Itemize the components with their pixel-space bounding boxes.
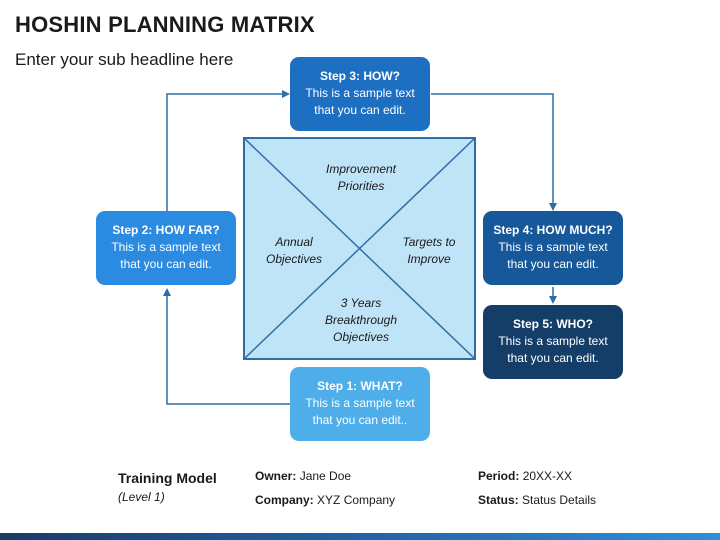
period-field: Period: 20XX-XX bbox=[478, 469, 572, 483]
step-4-body: This is a sample text that you can edit. bbox=[498, 240, 608, 271]
matrix-diagonals bbox=[245, 139, 474, 358]
status-value: Status Details bbox=[522, 493, 597, 507]
training-model-title: Training Model bbox=[118, 470, 217, 486]
owner-value: Jane Doe bbox=[299, 469, 352, 483]
step-2-heading: Step 2: HOW FAR? bbox=[112, 223, 220, 237]
period-value: 20XX-XX bbox=[522, 469, 573, 483]
arrow-step2-to-step3 bbox=[166, 90, 290, 211]
step-4-heading: Step 4: HOW MUCH? bbox=[493, 223, 613, 237]
step-5-heading: Step 5: WHO? bbox=[513, 317, 593, 331]
step-1-body: This is a sample text that you can edit.… bbox=[305, 396, 415, 427]
hoshin-matrix: Improvement Priorities Annual Objectives… bbox=[243, 137, 476, 360]
step-2-body: This is a sample text that you can edit. bbox=[111, 240, 221, 271]
company-value: XYZ Company bbox=[317, 493, 396, 507]
arrow-step1-to-step2 bbox=[163, 288, 290, 405]
training-model-level: (Level 1) bbox=[118, 490, 165, 504]
arrow-step3-to-step4 bbox=[431, 93, 557, 211]
company-label: Company: bbox=[255, 493, 314, 507]
page-title: HOSHIN PLANNING MATRIX bbox=[15, 12, 315, 37]
matrix-label-right: Targets to Improve bbox=[402, 235, 456, 266]
matrix-label-left: Annual Objectives bbox=[265, 235, 323, 266]
company-field: Company: XYZ Company bbox=[255, 493, 395, 507]
step-1-heading: Step 1: WHAT? bbox=[317, 379, 403, 393]
owner-label: Owner: bbox=[255, 469, 297, 483]
step-3-body: This is a sample text that you can edit. bbox=[305, 86, 415, 117]
step-2-how-far-box: Step 2: HOW FAR? This is a sample text t… bbox=[96, 211, 236, 285]
page-subtitle: Enter your sub headline here bbox=[15, 50, 234, 69]
owner-field: Owner: Jane Doe bbox=[255, 469, 351, 483]
status-field: Status: Status Details bbox=[478, 493, 596, 507]
matrix-label-top: Improvement Priorities bbox=[325, 162, 397, 193]
period-label: Period: bbox=[478, 469, 520, 483]
step-3-heading: Step 3: HOW? bbox=[320, 69, 400, 83]
status-label: Status: bbox=[478, 493, 519, 507]
step-5-who-box: Step 5: WHO? This is a sample text that … bbox=[483, 305, 623, 379]
step-4-how-much-box: Step 4: HOW MUCH? This is a sample text … bbox=[483, 211, 623, 285]
step-1-what-box: Step 1: WHAT? This is a sample text that… bbox=[290, 367, 430, 441]
step-3-how-box: Step 3: HOW? This is a sample text that … bbox=[290, 57, 430, 131]
bottom-accent-bar bbox=[0, 533, 720, 540]
matrix-label-bottom: 3 Years Breakthrough Objectives bbox=[324, 296, 398, 344]
step-5-body: This is a sample text that you can edit. bbox=[498, 334, 608, 365]
